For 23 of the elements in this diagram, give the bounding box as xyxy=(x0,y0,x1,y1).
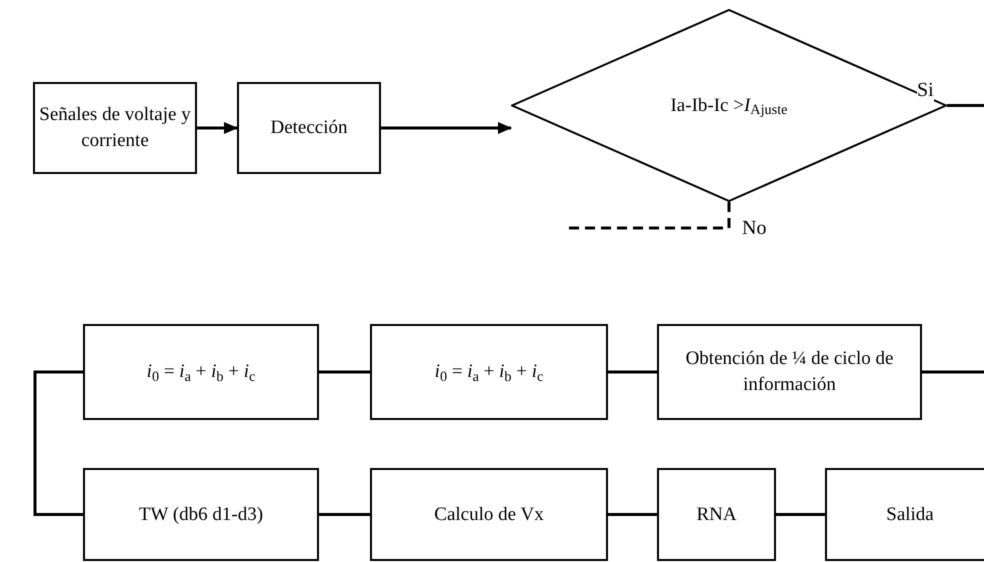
node-text: Detección xyxy=(270,116,348,140)
node-text: Calculo de Vx xyxy=(434,502,544,526)
connector-line xyxy=(922,370,984,374)
node-text: Salida xyxy=(886,502,934,526)
process-box xyxy=(33,82,197,174)
process-box xyxy=(370,468,608,561)
process-box xyxy=(825,468,984,561)
node-text: i$_{0}$ = i$_{a}$ + i$_{b}$ + i$_{c}$ xyxy=(146,360,256,385)
connector-line xyxy=(947,104,984,107)
node-text: Ia-Ib-Ic >I$_{Ajuste}$ xyxy=(670,94,788,118)
arrow xyxy=(197,122,238,134)
process-box xyxy=(657,324,922,420)
node-text: RNA xyxy=(696,502,737,526)
process-box xyxy=(83,468,319,561)
node-text: Señales de voltaje y corriente xyxy=(38,103,192,153)
process-box xyxy=(83,324,319,420)
process-box xyxy=(657,468,776,561)
arrow xyxy=(381,122,512,134)
process-box xyxy=(370,324,608,420)
node-text: Obtención de ¼ de ciclo de información xyxy=(684,347,894,397)
node-text: i$_{0}$ = i$_{a}$ + i$_{b}$ + i$_{c}$ xyxy=(434,360,544,385)
process-box xyxy=(237,82,381,174)
node-text: TW (db6 d1-d3) xyxy=(138,502,264,526)
